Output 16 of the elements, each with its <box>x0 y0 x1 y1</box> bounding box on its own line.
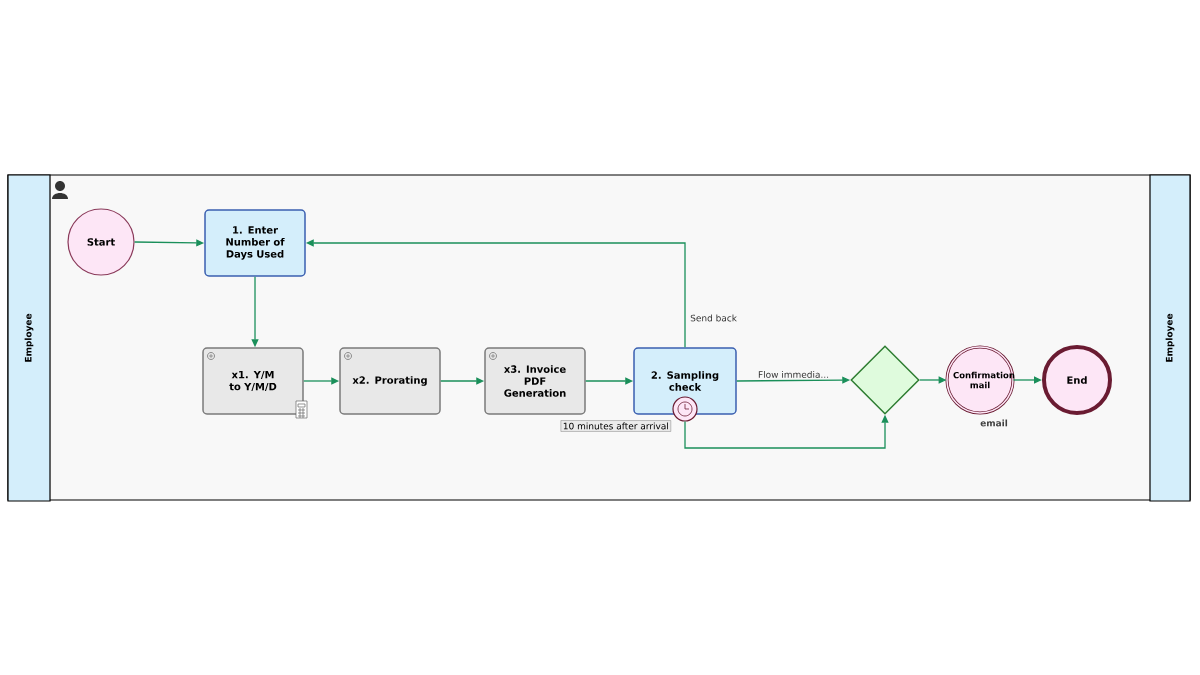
task-box: 1. Enter Number of Days Used <box>204 209 306 277</box>
end-event: End <box>1042 345 1112 415</box>
task-box: x2. Prorating <box>339 347 441 415</box>
lane-header: Employee <box>1149 174 1191 502</box>
edge-label: Send back <box>689 313 738 323</box>
gateway-diamond <box>850 345 920 415</box>
start-event: Start <box>67 208 135 276</box>
task-box: x3. Invoice PDF Generation <box>484 347 586 415</box>
lane-header: Employee <box>7 174 51 502</box>
timer-event <box>672 396 698 422</box>
edge-label: Flow immedia... <box>757 370 830 379</box>
event-label: 10 minutes after arrival <box>560 420 671 432</box>
arrow <box>1012 376 1042 384</box>
event-label: email <box>980 419 1008 427</box>
task-box: x1. Y/M to Y/M/D <box>202 347 304 415</box>
task-box: 2. Sampling check <box>633 347 737 415</box>
